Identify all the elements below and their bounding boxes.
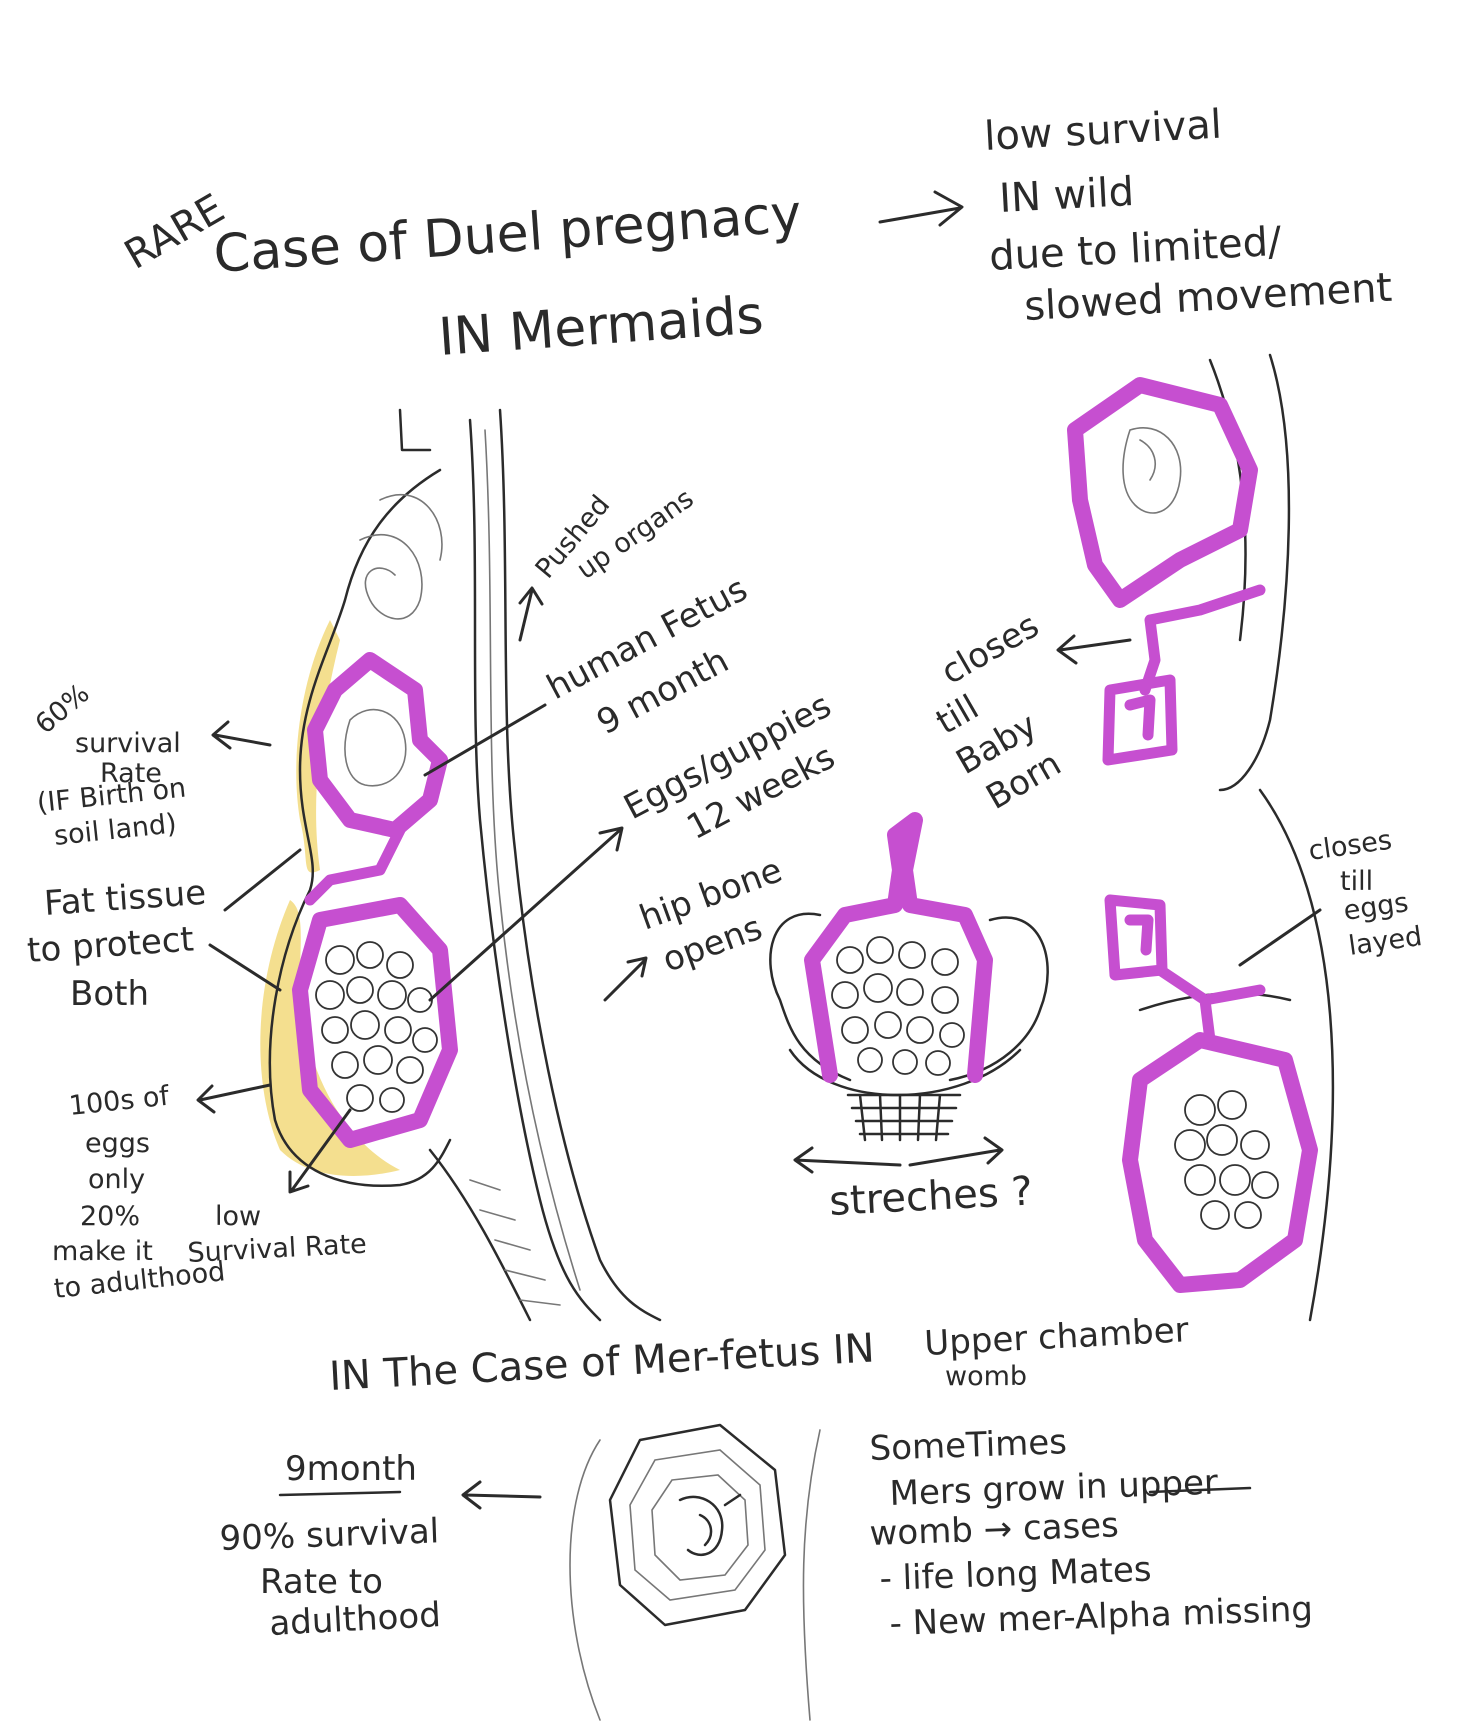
sometimes-l3: womb → cases (869, 1505, 1120, 1554)
bottom-womb-outer (608, 1423, 787, 1627)
closes-eggs-line (1238, 908, 1322, 967)
fat-tissue-lower (260, 900, 400, 1176)
eggs-guppies-arrow (428, 826, 624, 1002)
sometimes-l5: - New mer-Alpha missing (889, 1589, 1314, 1644)
sometimes-l2: Mers grow in upper (889, 1463, 1219, 1514)
lr-womb-outline (1122, 1032, 1318, 1293)
survival-note-line3: due to limited/ (988, 219, 1283, 280)
title-line1: Case of Duel pregnacy (212, 184, 804, 285)
lr-body-curve (1258, 788, 1335, 1322)
bottom-section: IN The Case of Mer-fetus IN Upper chambe… (219, 1310, 1314, 1721)
title-block: RARE Case of Duel pregnacy IN Mermaids (117, 184, 964, 368)
closes-eggs-l4: layed (1347, 921, 1424, 962)
bottom-womb-inner (651, 1474, 749, 1581)
title-line2: IN Mermaids (437, 285, 766, 368)
bottom-womb: womb (945, 1361, 1027, 1392)
survival-note-line2: IN wild (998, 169, 1135, 222)
mermaid-body-sketch (260, 408, 662, 1322)
pushed-arrow (518, 586, 544, 642)
bottom-heading: IN The Case of Mer-fetus IN (328, 1325, 876, 1400)
eggs-100s-l4: 20% (80, 1201, 140, 1232)
eggs-100s-l3: only (88, 1164, 145, 1195)
closes-eggs-l1: closes (1307, 825, 1394, 867)
egg-cluster (315, 941, 438, 1113)
eggs-100s-l1: 100s of (67, 1081, 171, 1122)
fat-tissue-l1: Fat tissue (43, 873, 207, 924)
sometimes-l4: - life long Mates (879, 1550, 1152, 1599)
pelvis-egg-cluster (831, 936, 965, 1076)
survival-90-l3: adulthood (268, 1595, 441, 1644)
lr-connector (1154, 964, 1266, 1046)
fat-tissue-line-up (223, 848, 302, 912)
pelvis-cervix-grid (846, 1093, 962, 1142)
lr-closed-cervix (1104, 894, 1168, 981)
ur-womb-outline (1067, 377, 1258, 608)
womb-connector (304, 824, 406, 906)
bottom-fetus (678, 1493, 742, 1556)
ur-fetus (1122, 427, 1182, 514)
title-arrow (878, 190, 964, 227)
ur-closed-cervix (1102, 674, 1178, 766)
lr-egg-cluster (1174, 1090, 1279, 1230)
low-survival-arrow (288, 1108, 352, 1194)
eggs-100s-l2: eggs (85, 1128, 150, 1159)
tail-left (428, 1148, 532, 1322)
pelvis-left-wing (769, 912, 852, 1082)
fat-tissue-l3: Both (70, 974, 149, 1014)
body-front-outline (268, 468, 452, 1187)
closes-baby-arrow (1056, 634, 1132, 665)
pelvis-sketch: streches ? (769, 812, 1049, 1225)
organs-scribble (359, 493, 443, 620)
bottom-body-right (802, 1429, 821, 1721)
nine-month-arrow (461, 1480, 542, 1510)
hipbone-arrow (603, 956, 648, 1002)
tail-hatch (469, 1179, 561, 1306)
ur-body-curve (1218, 353, 1291, 792)
bottom-body-left (569, 1439, 601, 1721)
upper-underline (1148, 1486, 1252, 1494)
human-fetus-line (423, 703, 547, 777)
survival-90-l2: Rate to (260, 1562, 383, 1602)
fat-tissue-l2: to protect (26, 919, 195, 971)
survival-60-arrow (211, 720, 272, 750)
bottom-upper-chamber: Upper chamber (923, 1310, 1189, 1364)
bottom-womb-middle (629, 1449, 766, 1601)
pelvis-womb-outline (804, 812, 993, 1083)
nine-month: 9month (285, 1449, 417, 1489)
low-survival-l1: low (215, 1201, 261, 1232)
survival-note-line1: low survival (983, 102, 1223, 160)
survival-90-l1: 90% survival (219, 1511, 440, 1559)
survival-60-l3: Rate (100, 758, 162, 789)
survival-note: low survival IN wild due to limited/ slo… (983, 102, 1393, 330)
sometimes-l1: SomeTimes (869, 1422, 1068, 1469)
eggs-100s-arrow (196, 1083, 272, 1114)
streches-label: streches ? (828, 1168, 1034, 1225)
eggs-100s-l5: make it (52, 1236, 153, 1267)
upper-fetus (344, 708, 407, 787)
streches-arrow-right (908, 1136, 1004, 1167)
streches-arrow-left (793, 1146, 902, 1174)
upper-womb-outline (307, 652, 448, 838)
lower-womb-outline (292, 897, 458, 1148)
spine-detail (484, 429, 581, 1291)
closes-eggs-l2: till (1340, 866, 1373, 897)
back-line (498, 408, 662, 1322)
neck-mark (398, 408, 432, 452)
nine-month-underline (278, 1490, 402, 1497)
spine-line (468, 418, 602, 1322)
pelvis-right-wing (948, 916, 1049, 1082)
fat-tissue-line-down (208, 943, 282, 992)
survival-60-l2: survival (75, 728, 181, 759)
closes-baby-l1: closes (935, 606, 1046, 693)
upper-right-womb-sketch: closes till Baby Born (930, 353, 1291, 818)
low-survival-l2: Survival Rate (187, 1229, 368, 1269)
lower-right-womb-sketch: closes till eggs layed (1104, 788, 1424, 1322)
body-right-annotations: Pushed up organs human Fetus 9 month Egg… (423, 483, 841, 1002)
